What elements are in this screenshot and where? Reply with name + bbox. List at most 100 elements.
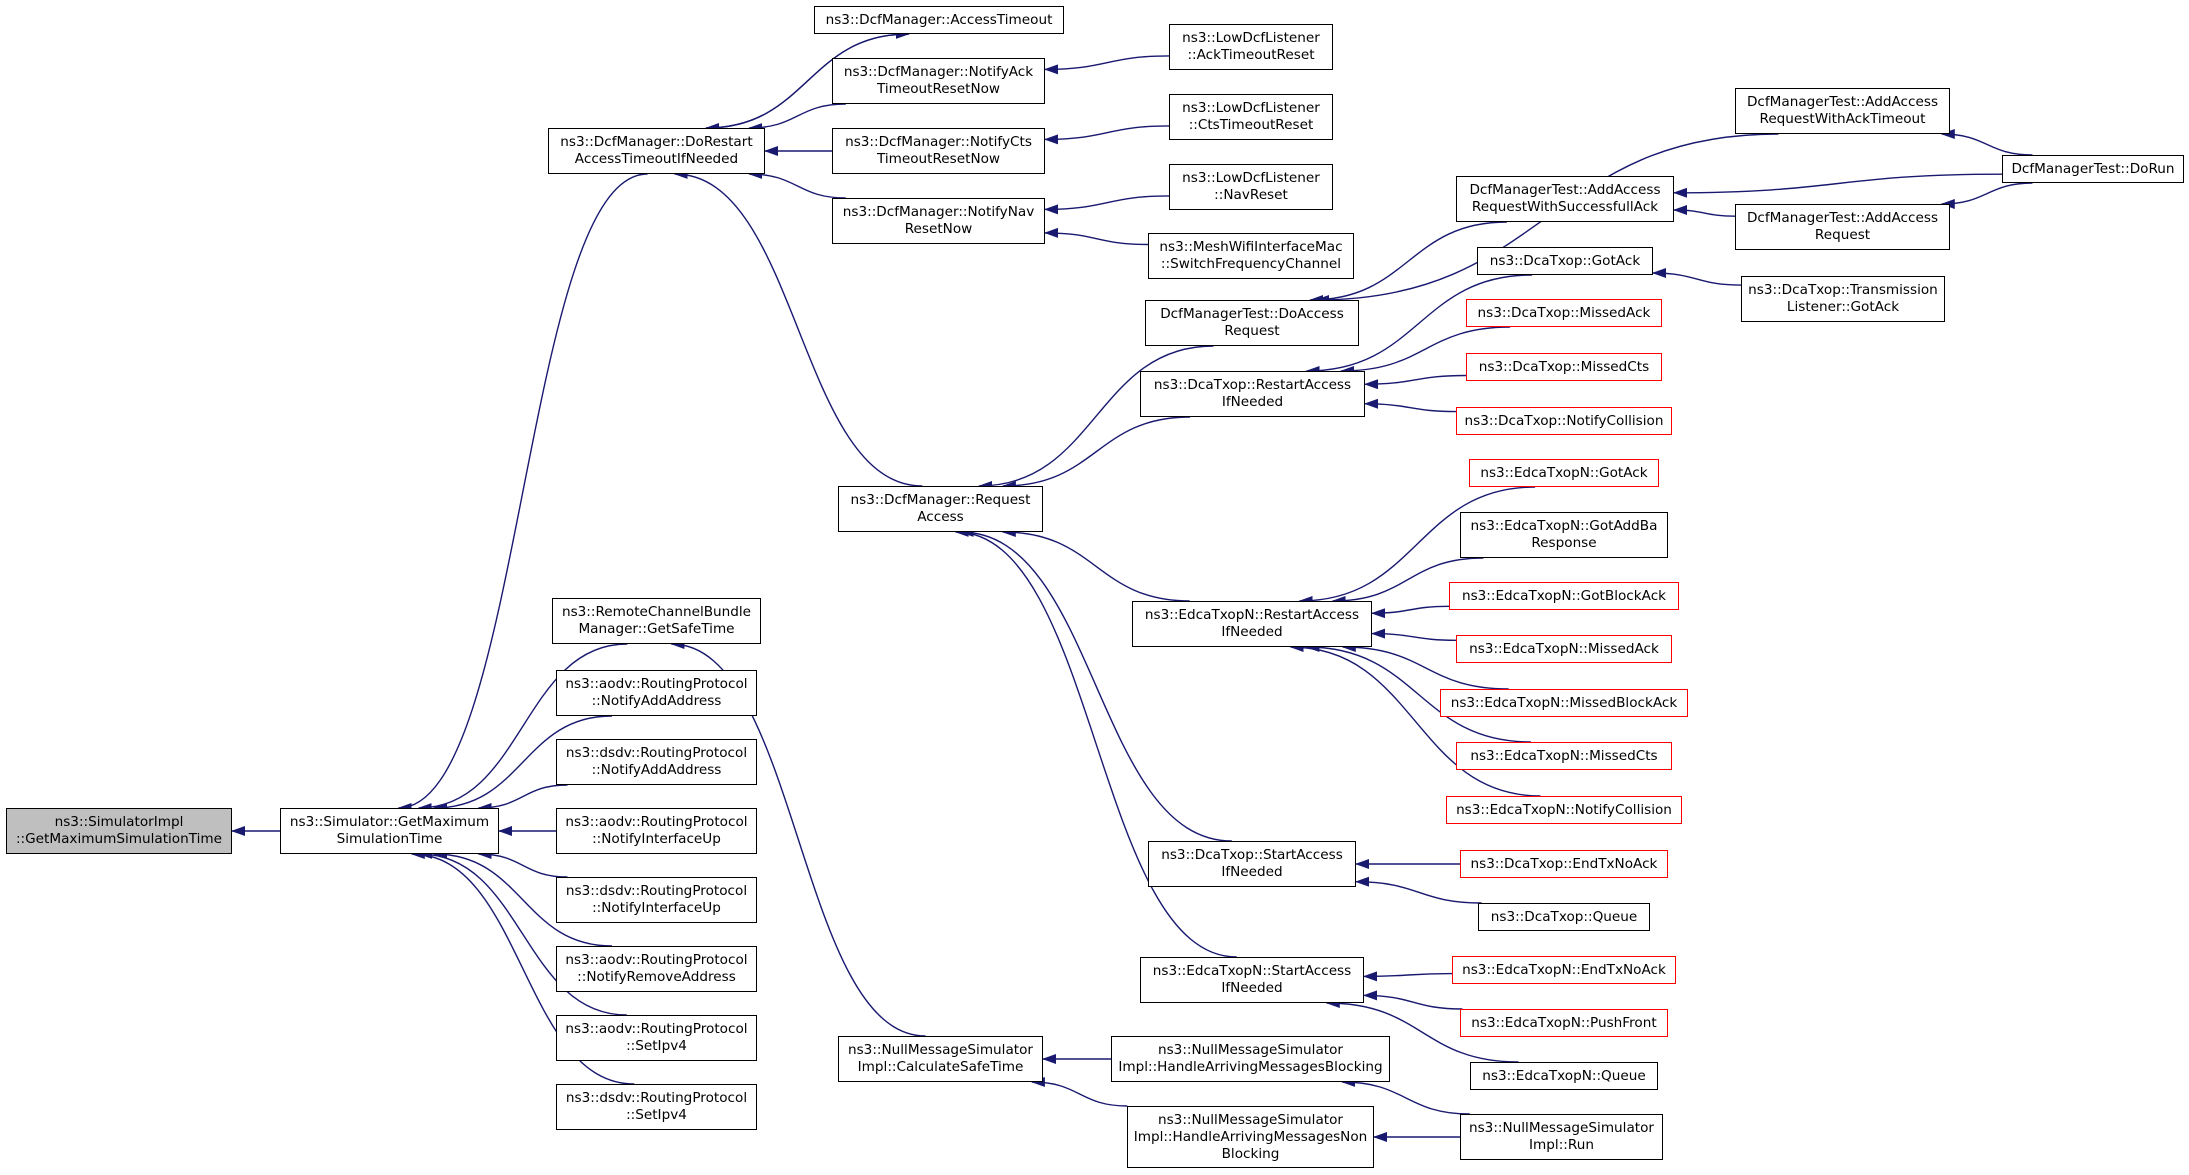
- node-label-line: Impl::HandleArrivingMessagesNon: [1133, 1128, 1368, 1145]
- node-dsdv-routingprotocol-setipv4[interactable]: ns3::dsdv::RoutingProtocol::SetIpv4: [556, 1084, 757, 1130]
- node-simulatorimpl-getmaximumsimulationtime: ns3::SimulatorImpl::GetMaximumSimulation…: [6, 808, 232, 854]
- node-label-line: IfNeeded: [1221, 980, 1283, 996]
- node-label-line: ns3::LowDcfListener: [1182, 100, 1320, 116]
- edge-n43-to-n40: [1030, 1077, 1128, 1107]
- node-label-line: ns3::EdcaTxopN::RestartAccess: [1144, 607, 1360, 623]
- node-aodv-routingprotocol-setipv4[interactable]: ns3::aodv::RoutingProtocol::SetIpv4: [556, 1015, 757, 1061]
- node-label-line: ns3::NullMessageSimulator: [1468, 1120, 1655, 1136]
- node-edcatxopn-gotack[interactable]: ns3::EdcaTxopN::GotAck: [1469, 459, 1659, 487]
- node-edcatxopn-missedblockack[interactable]: ns3::EdcaTxopN::MissedBlockAck: [1440, 689, 1688, 717]
- node-edcatxopn-gotblockack[interactable]: ns3::EdcaTxopN::GotBlockAck: [1449, 582, 1679, 610]
- edge-n29-to-n24: [1341, 642, 1509, 690]
- node-dcatxop-queue[interactable]: ns3::DcaTxop::Queue: [1478, 903, 1650, 931]
- edge-n3-to-n2: [397, 173, 648, 813]
- node-dcatxop-missedcts[interactable]: ns3::DcaTxop::MissedCts: [1466, 353, 1662, 381]
- edge-n17-to-n16: [1673, 205, 1736, 217]
- node-label-line: ::NotifyInterfaceUp: [592, 831, 721, 847]
- edge-n42-to-n41: [1341, 1077, 1470, 1115]
- node-label-line: ::NotifyAddAddress: [591, 693, 722, 709]
- node-dcatxop-gotack[interactable]: ns3::DcaTxop::GotAck: [1477, 247, 1653, 275]
- node-dcfmanager-accesstimeout[interactable]: ns3::DcfManager::AccessTimeout: [814, 6, 1064, 34]
- node-label-line: ns3::DcaTxop::EndTxNoAck: [1470, 855, 1658, 872]
- node-lowdcflistener-navreset[interactable]: ns3::LowDcfListener::NavReset: [1169, 164, 1333, 210]
- node-label-line: DcfManagerTest::AddAccess: [1469, 182, 1661, 198]
- node-edcatxopn-queue[interactable]: ns3::EdcaTxopN::Queue: [1470, 1062, 1658, 1090]
- node-edcatxopn-pushfront[interactable]: ns3::EdcaTxopN::PushFront: [1460, 1009, 1668, 1037]
- edge-n47-to-n2: [477, 849, 568, 878]
- node-aodv-routingprotocol-notifyinterfaceup[interactable]: ns3::aodv::RoutingProtocol::NotifyInterf…: [556, 808, 757, 854]
- node-label-line: ns3::LowDcfListener: [1182, 170, 1320, 186]
- edge-n12-to-n3: [673, 169, 923, 487]
- node-label-line: ns3::Simulator::GetMaximum: [289, 814, 490, 830]
- node-label-line: ::NotifyInterfaceUp: [592, 900, 721, 916]
- edge-n22-to-n18: [1364, 374, 1467, 390]
- edge-n5-to-n3: [748, 103, 846, 133]
- edge-n9-to-n3: [748, 169, 846, 199]
- node-lowdcflistener-acktimeoutreset[interactable]: ns3::LowDcfListener::AckTimeoutReset: [1169, 24, 1333, 70]
- node-label-line: ns3::EdcaTxopN::StartAccess: [1152, 963, 1352, 979]
- node-aodv-routingprotocol-notifyaddaddress[interactable]: ns3::aodv::RoutingProtocol::NotifyAddAdd…: [556, 670, 757, 716]
- node-edcatxopn-endtxnoack[interactable]: ns3::EdcaTxopN::EndTxNoAck: [1452, 956, 1676, 984]
- node-dsdv-routingprotocol-notifyaddaddress[interactable]: ns3::dsdv::RoutingProtocol::NotifyAddAdd…: [556, 739, 757, 785]
- node-aodv-routingprotocol-notifyremoveaddress[interactable]: ns3::aodv::RoutingProtocol::NotifyRemove…: [556, 946, 757, 992]
- edge-n16-to-n13: [1309, 221, 1507, 305]
- node-label-line: ns3::DcaTxop::MissedCts: [1478, 358, 1650, 375]
- node-edcatxopn-missedack[interactable]: ns3::EdcaTxopN::MissedAck: [1456, 635, 1672, 663]
- edge-n25-to-n24: [1298, 486, 1536, 606]
- node-dsdv-routingprotocol-notifyinterfaceup[interactable]: ns3::dsdv::RoutingProtocol::NotifyInterf…: [556, 877, 757, 923]
- node-label-line: RequestWithAckTimeout: [1759, 111, 1926, 127]
- node-dcatxop-notifycollision[interactable]: ns3::DcaTxop::NotifyCollision: [1456, 407, 1672, 435]
- edge-n6-to-n5: [1044, 55, 1170, 75]
- node-label-line: ns3::EdcaTxopN::GotAddBa: [1470, 518, 1658, 534]
- node-label-line: ns3::DcfManager::NotifyNav: [842, 204, 1035, 220]
- node-label-line: ns3::NullMessageSimulator: [1157, 1042, 1344, 1058]
- node-label-line: IfNeeded: [1221, 864, 1283, 880]
- node-lowdcflistener-ctstimeoutreset[interactable]: ns3::LowDcfListener::CtsTimeoutReset: [1169, 94, 1333, 140]
- node-dcatxop-missedack[interactable]: ns3::DcaTxop::MissedAck: [1466, 299, 1662, 327]
- node-label-line: ns3::EdcaTxopN::PushFront: [1471, 1014, 1657, 1031]
- edge-n23-to-n18: [1364, 398, 1457, 413]
- node-label-line: Response: [1531, 535, 1597, 551]
- node-edcatxopn-notifycollision[interactable]: ns3::EdcaTxopN::NotifyCollision: [1446, 796, 1682, 824]
- node-label-line: ns3::EdcaTxopN::EndTxNoAck: [1462, 961, 1666, 978]
- node-label-line: ::GetMaximumSimulationTime: [15, 831, 223, 847]
- node-dcfmanagertest-dorun[interactable]: DcfManagerTest::DoRun: [2002, 155, 2184, 183]
- node-label-line: IfNeeded: [1221, 394, 1284, 410]
- node-label-line: Request: [1814, 227, 1871, 243]
- node-meshwifiinterfacemac-switchfrequencychannel[interactable]: ns3::MeshWifiInterfaceMac::SwitchFrequen…: [1148, 233, 1354, 279]
- node-dcatxop-endtxnoack[interactable]: ns3::DcaTxop::EndTxNoAck: [1460, 850, 1668, 878]
- edge-n38-to-n35: [1325, 998, 1519, 1063]
- node-label-line: ns3::DcfManager::DoRestart: [560, 134, 753, 150]
- edge-n8-to-n7: [1044, 125, 1170, 145]
- node-label-line: ns3::DcfManager::NotifyCts: [845, 134, 1032, 150]
- node-edcatxopn-missedcts[interactable]: ns3::EdcaTxopN::MissedCts: [1456, 742, 1672, 770]
- node-label-line: ::NotifyAddAddress: [591, 762, 722, 778]
- edge-n11-to-n9: [1044, 227, 1149, 246]
- node-label-line: ::SetIpv4: [626, 1038, 687, 1054]
- edge-n39-to-n2: [417, 643, 628, 813]
- edge-n15-to-n14: [1940, 129, 2033, 156]
- node-label-line: Access: [917, 509, 964, 525]
